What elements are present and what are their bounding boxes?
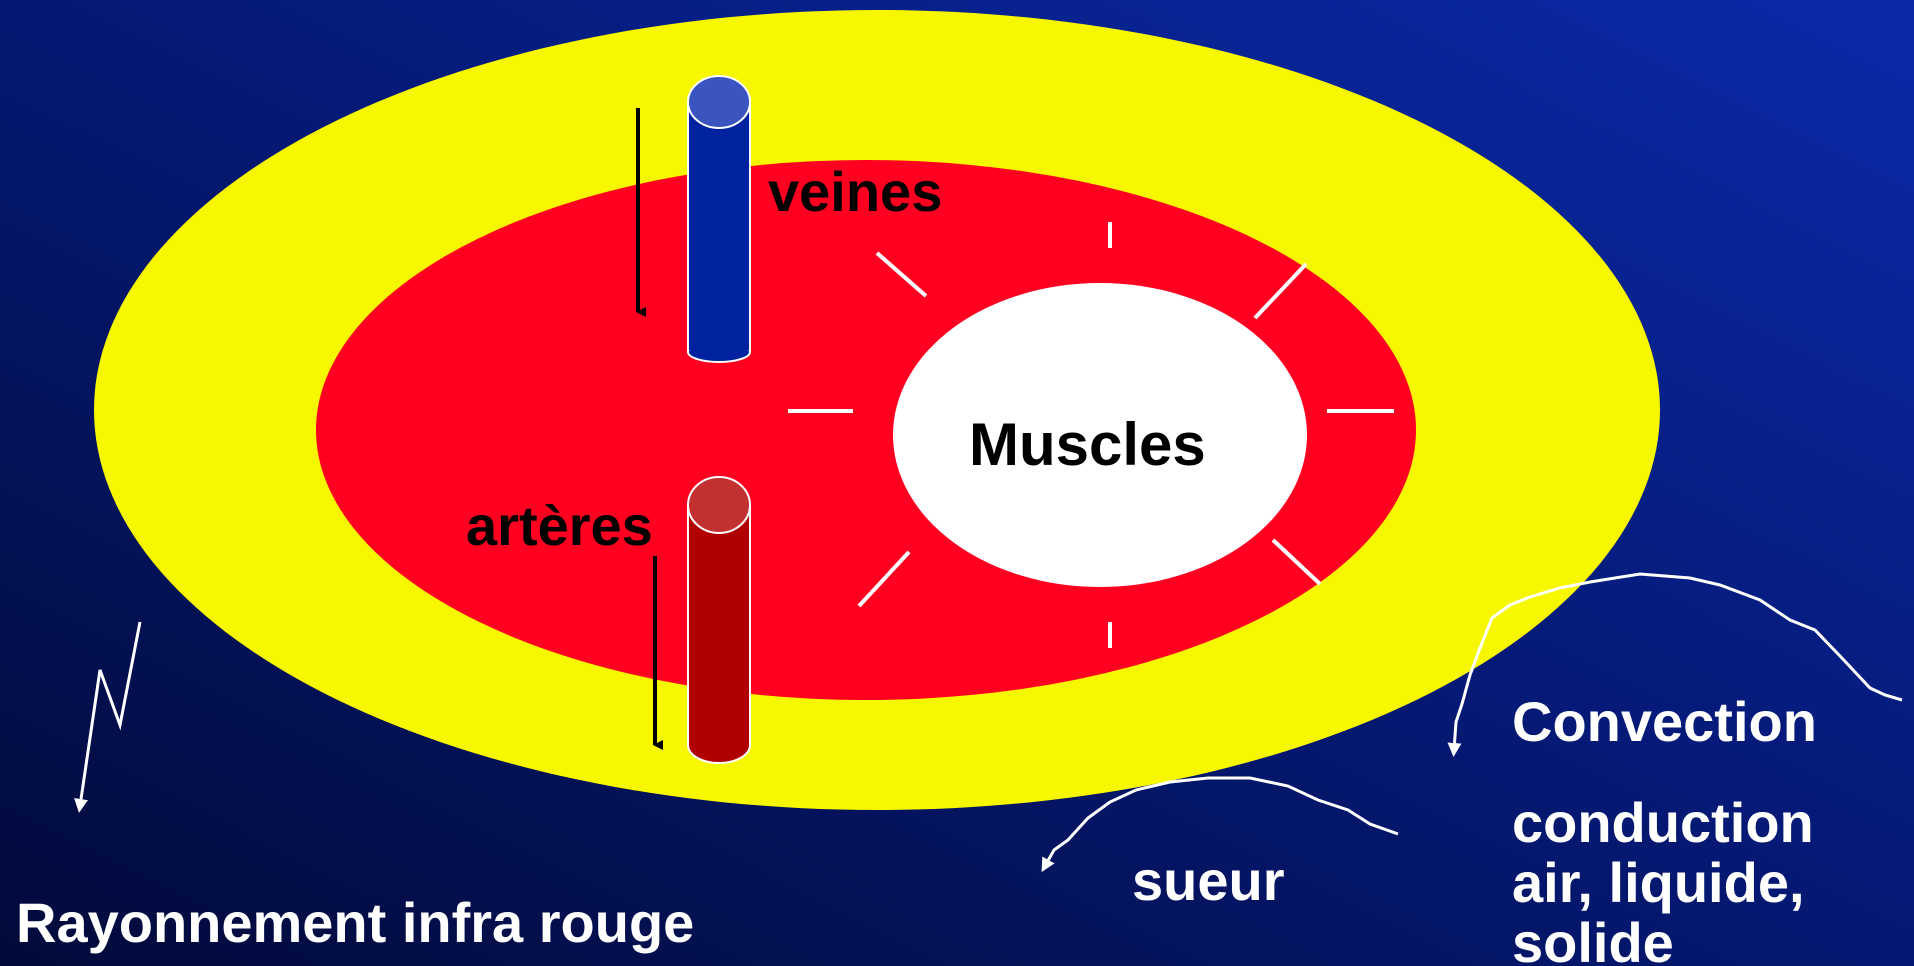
conduction-solid-label: solide xyxy=(1512,915,1674,966)
radiation-arrow xyxy=(80,622,140,806)
arteries-label: artères xyxy=(466,498,653,554)
conduction-media-label: air, liquide, xyxy=(1512,855,1805,911)
artery-cylinder xyxy=(688,477,750,763)
convection-label: Convection xyxy=(1512,694,1817,750)
veins-label: veines xyxy=(768,164,942,220)
sweat-label: sueur xyxy=(1132,853,1285,909)
vein-cylinder xyxy=(688,76,750,362)
conduction-label: conduction xyxy=(1512,795,1814,851)
radiation-label: Rayonnement infra rouge xyxy=(16,895,694,951)
muscles-label: Muscles xyxy=(969,415,1206,475)
